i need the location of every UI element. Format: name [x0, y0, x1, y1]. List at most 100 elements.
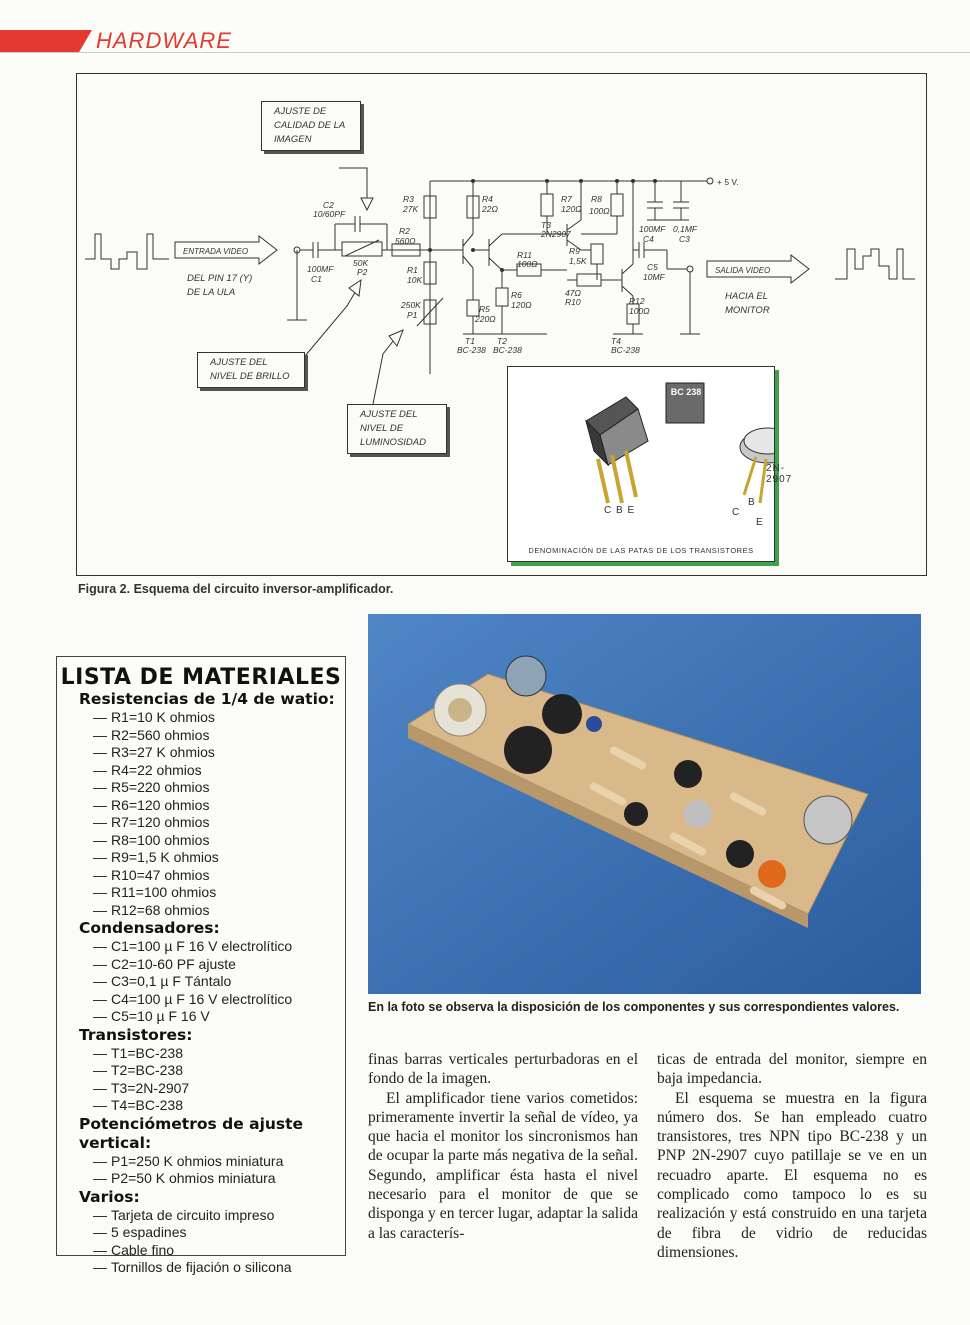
col1-paragraph-2: El amplificador tiene varios cometidos: …: [368, 1089, 638, 1242]
note-del-pin: DEL PIN 17 (y) DE LA ULA: [175, 272, 275, 300]
item-dash: —: [93, 796, 107, 813]
output-arrow: [706, 253, 810, 285]
materials-section-heading: Condensadores:: [79, 919, 220, 937]
label-r6v: 120Ω: [511, 300, 532, 310]
materials-section-heading: Resistencias de 1/4 de watio:: [79, 690, 335, 708]
item-dash: —: [93, 1097, 107, 1113]
item-dash: —: [93, 1079, 107, 1096]
label-r1: R1: [407, 265, 418, 275]
label-t4v: BC-238: [611, 345, 640, 355]
label-r8v: 100Ω: [589, 206, 610, 216]
pnp-name: 2N-2907: [766, 463, 793, 485]
item-dash: —: [93, 1259, 107, 1275]
label-r10: 47Ω: [565, 288, 581, 298]
col1-paragraph-1: finas barras verticales perturbadoras en…: [368, 1051, 638, 1088]
item-dash: —: [93, 901, 107, 918]
label-t4: T4: [611, 336, 621, 346]
item-text: R4=22 ohmios: [111, 761, 202, 778]
item-text: C2=10-60 PF ajuste: [111, 955, 236, 972]
item-dash: —: [93, 1152, 107, 1169]
label-r3v: 27K: [402, 204, 418, 214]
item-text: P2=50 K ohmios miniatura: [111, 1170, 276, 1186]
bc238-transistor: [585, 382, 705, 504]
label-c4: 100MF: [639, 224, 666, 234]
col2-paragraph-2: El esquema se muestra en la figura númer…: [657, 1089, 927, 1261]
materials-list-item: —Cable fino: [93, 1242, 345, 1260]
label-t1v: BC-238: [457, 345, 486, 355]
output-waveform: [835, 248, 915, 280]
label-c1: 100MF: [307, 264, 334, 274]
label-r11v: 100Ω: [517, 259, 538, 269]
label-p1n: P1: [407, 310, 418, 320]
materials-list-item: —R1=10 K ohmios: [93, 709, 345, 727]
label-t2v: BC-238: [493, 345, 522, 355]
pnp-pin-e: E: [756, 517, 764, 528]
materials-list-item: —T1=BC-238: [93, 1045, 345, 1063]
materials-list-item: —R9=1,5 K ohmios: [93, 849, 345, 867]
label-c2: C2: [323, 200, 334, 210]
materials-list-item: —R5=220 ohmios: [93, 779, 345, 797]
item-dash: —: [93, 761, 107, 778]
materials-list-item: —Tarjeta de circuito impreso: [93, 1207, 345, 1225]
label-c1n: C1: [311, 274, 322, 284]
materials-list-item: —P1=250 K ohmios miniatura: [93, 1153, 345, 1171]
item-dash: —: [93, 744, 107, 760]
calidad-pointer: [339, 167, 368, 202]
item-text: R6=120 ohmios: [111, 796, 210, 813]
materials-list-item: —C4=100 µ F 16 V electrolítico: [93, 991, 345, 1009]
label-r7v: 120Ω: [561, 204, 582, 214]
transistor-pinout-inset: BC 238 C B E 2N-2907 C B E DENOMINACIÓN …: [507, 366, 791, 562]
item-dash: —: [93, 779, 107, 795]
pnp-pin-c: C: [732, 507, 741, 518]
item-text: R11=100 ohmios: [111, 884, 217, 900]
item-dash: —: [93, 726, 107, 743]
note-calidad-imagen: AJUSTE DE CALIDAD DE LA IMAGEN: [261, 101, 361, 151]
bc238-pin-labels: C B E: [604, 505, 636, 516]
circuit-board-photo: [368, 614, 921, 994]
item-text: Tornillos de fijación o silicona: [111, 1259, 292, 1275]
inset-caption: DENOMINACIÓN DE LAS PATAS DE LOS TRANSIS…: [528, 546, 754, 555]
materials-list-item: —5 espadines: [93, 1224, 345, 1242]
item-text: R7=120 ohmios: [111, 814, 210, 830]
label-r5v: 220Ω: [474, 314, 496, 324]
materials-list-item: —R3=27 K ohmios: [93, 744, 345, 762]
materials-section-heading: Transistores:: [79, 1025, 193, 1044]
label-r9: R9: [569, 246, 580, 256]
item-text: T3=2N-2907: [111, 1079, 190, 1096]
section-color-bar: [0, 30, 92, 52]
section-title: HARDWARE: [96, 28, 232, 53]
label-r11: R11: [517, 250, 532, 260]
item-text: R10=47 ohmios: [111, 866, 210, 883]
item-dash: —: [93, 1170, 107, 1186]
label-p2: 50K: [353, 258, 368, 268]
item-dash: —: [93, 831, 107, 848]
label-r8: R8: [591, 194, 602, 204]
schematic-diagram: C2 10/60PF 100MF C1 50K P2 R2 560Ω R3 27…: [85, 167, 915, 405]
item-text: C5=10 µ F 16 V: [111, 1008, 210, 1024]
header-rule: [0, 52, 970, 53]
item-text: T2=BC-238: [111, 1062, 183, 1078]
label-t2: T2: [497, 336, 507, 346]
materials-section-heading: Varios:: [79, 1187, 140, 1206]
transistor-drawings: [585, 382, 774, 504]
photo-caption: En la foto se observa la disposición de …: [368, 1000, 900, 1014]
materials-list-item: —R10=47 ohmios: [93, 867, 345, 885]
materials-section-heading: Potenciómetros de ajuste vertical:: [79, 1114, 304, 1152]
materials-list-item: —C1=100 µ F 16 V electrolítico: [93, 938, 345, 956]
label-t1: T1: [465, 336, 475, 346]
label-r12v: 100Ω: [629, 306, 650, 316]
materials-list-item: —T2=BC-238: [93, 1062, 345, 1080]
item-dash: —: [93, 938, 107, 954]
label-r2v: 560Ω: [395, 236, 416, 246]
item-text: R2=560 ohmios: [111, 726, 210, 743]
figure-caption: Figura 2. Esquema del circuito inversor-…: [78, 582, 394, 596]
materials-list-item: —R12=68 ohmios: [93, 902, 345, 920]
label-r7: R7: [561, 194, 572, 204]
label-r10n: R10: [565, 297, 581, 307]
body-column-2: ticas de entrada del monitor, siempre en…: [657, 1050, 927, 1262]
materials-list-item: —T4=BC-238: [93, 1097, 345, 1115]
item-text: Cable fino: [111, 1241, 175, 1258]
circuit-board-illustration: [368, 614, 921, 994]
label-r4v: 22Ω: [481, 204, 498, 214]
materials-list-item: —C5=10 µ F 16 V: [93, 1008, 345, 1026]
